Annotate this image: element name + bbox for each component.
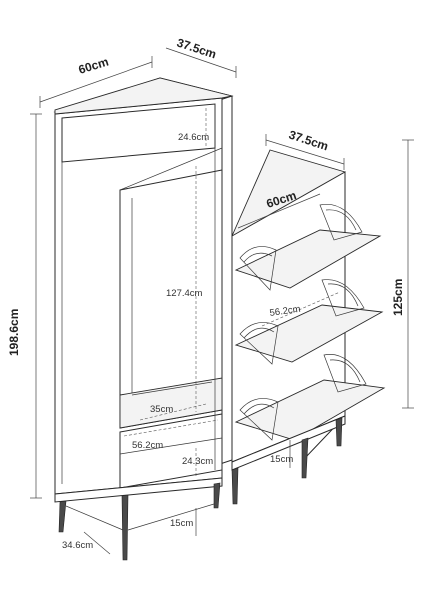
shoe-flap-3 — [234, 354, 386, 441]
shoe-cabinet — [231, 149, 386, 505]
base-depth-label: 34.6cm — [62, 540, 93, 551]
shoe-cabinet-plinth — [231, 415, 346, 471]
shoe-flap-2 — [234, 279, 384, 365]
lower-drawer — [119, 413, 223, 489]
shoe-leg-back-right — [335, 417, 343, 447]
top-compartment-label: 24.6cm — [178, 132, 209, 143]
shoe-flap-3-door — [234, 379, 386, 441]
tall-depth-label: 37.5cm — [175, 36, 218, 62]
shoe-dimension-lines — [237, 134, 414, 468]
tall-width-label: 60cm — [77, 55, 110, 77]
shoe-leg-height-label: 15cm — [270, 454, 293, 465]
tall-dimension-lines — [30, 47, 237, 555]
tall-inner-width-label: 56.2cm — [132, 440, 163, 451]
tall-leg-front-right — [121, 494, 129, 561]
shoe-depth-label: 37.5cm — [287, 128, 330, 154]
tall-leg-back-right — [213, 482, 221, 509]
shoe-flap-1-door — [234, 229, 382, 289]
open-compartment-shelf — [119, 377, 223, 429]
shoe-flap-1 — [234, 203, 382, 291]
shoe-leg-front-right — [301, 437, 309, 479]
open-compartment-label: 127.4cm — [166, 288, 203, 299]
tall-cabinet-top-rim — [54, 77, 233, 115]
tall-leg-front-left — [58, 500, 67, 533]
shoe-leg-front-left — [231, 467, 239, 505]
shoe-inner-width-label: 56.2cm — [269, 304, 301, 319]
tall-leg-height-label: 15cm — [170, 518, 193, 529]
drawer-height-label: 24.3cm — [182, 456, 213, 467]
shelf-depth-label: 35cm — [150, 404, 173, 415]
tall-height-label: 198.6cm — [7, 309, 21, 356]
shoe-height-label: 125cm — [391, 279, 405, 316]
tall-cabinet-plinth — [54, 477, 223, 503]
tall-cabinet — [53, 77, 234, 561]
